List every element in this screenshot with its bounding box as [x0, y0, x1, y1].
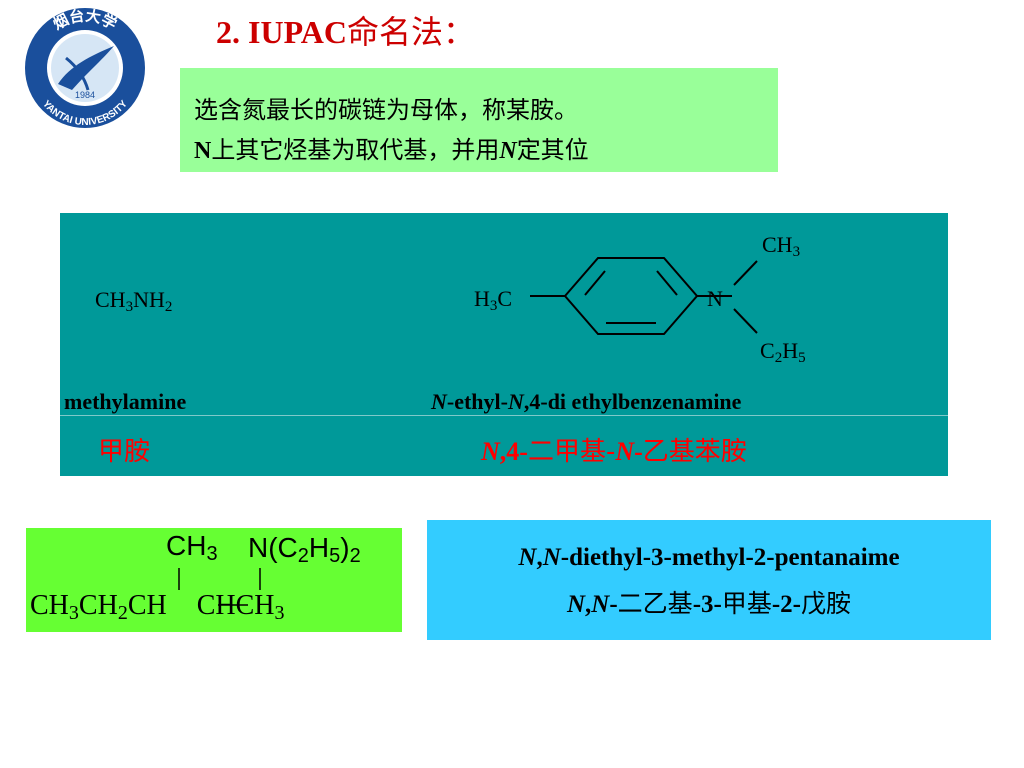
naming-rule-box: 选含氮最长的碳链为母体，称某胺。 N上其它烃基为取代基，并用N定其位 — [180, 68, 778, 172]
logo-emblem-icon: 烟台大学 YANTAI UNIVERSITY 1984 — [25, 7, 145, 128]
bond-n-methyl — [733, 260, 758, 286]
methylamine-formula: CH3NH2 — [95, 287, 173, 315]
ex2-chinese-name: N,4-二甲基-N-乙基苯胺 — [481, 437, 747, 467]
bond-n-ethyl — [733, 308, 758, 334]
benzenamine-structure — [530, 257, 758, 335]
n-ethyl-group: C2H5 — [760, 338, 806, 366]
struct-bonds — [178, 568, 261, 606]
rule-line-1: 选含氮最长的碳链为母体，称某胺。 — [194, 96, 578, 124]
ex3-chinese-name: N,N-二乙基-3-甲基-2-戊胺 — [566, 589, 852, 618]
ex2-english-name: N-ethyl-N,4-di ethylbenzenamine — [431, 389, 742, 414]
pentanamine-name-box: N,N-diethyl-3-methyl-2-pentanaime N,N-二乙… — [427, 520, 991, 640]
examples-panel: CH3NH2 H3C N CH3 C2H5 methylamine N-ethy… — [60, 213, 948, 476]
title-chinese: 命名法： — [346, 13, 475, 51]
n-methyl-group: CH3 — [762, 232, 801, 260]
panel-divider — [60, 415, 948, 416]
ex1-chinese-name: 甲胺 — [98, 437, 151, 467]
struct-top-diethylamino: N(C2H5)2 — [248, 532, 361, 567]
ex1-english-name: methylamine — [64, 389, 187, 414]
logo-year: 1984 — [75, 90, 95, 100]
struct-top-methyl: CH3 — [166, 530, 218, 565]
h3c-group: H3C — [474, 286, 513, 314]
title-number: 2. IUPAC — [216, 14, 347, 50]
nitrogen-atom: N — [707, 286, 723, 311]
ex3-english-name: N,N-diethyl-3-methyl-2-pentanaime — [518, 544, 900, 571]
rule-line-2: N上其它烃基为取代基，并用N定其位 — [194, 136, 589, 164]
page-title: 2. IUPAC命名法： — [216, 10, 475, 54]
university-logo: 烟台大学 YANTAI UNIVERSITY 1984 — [10, 6, 160, 130]
